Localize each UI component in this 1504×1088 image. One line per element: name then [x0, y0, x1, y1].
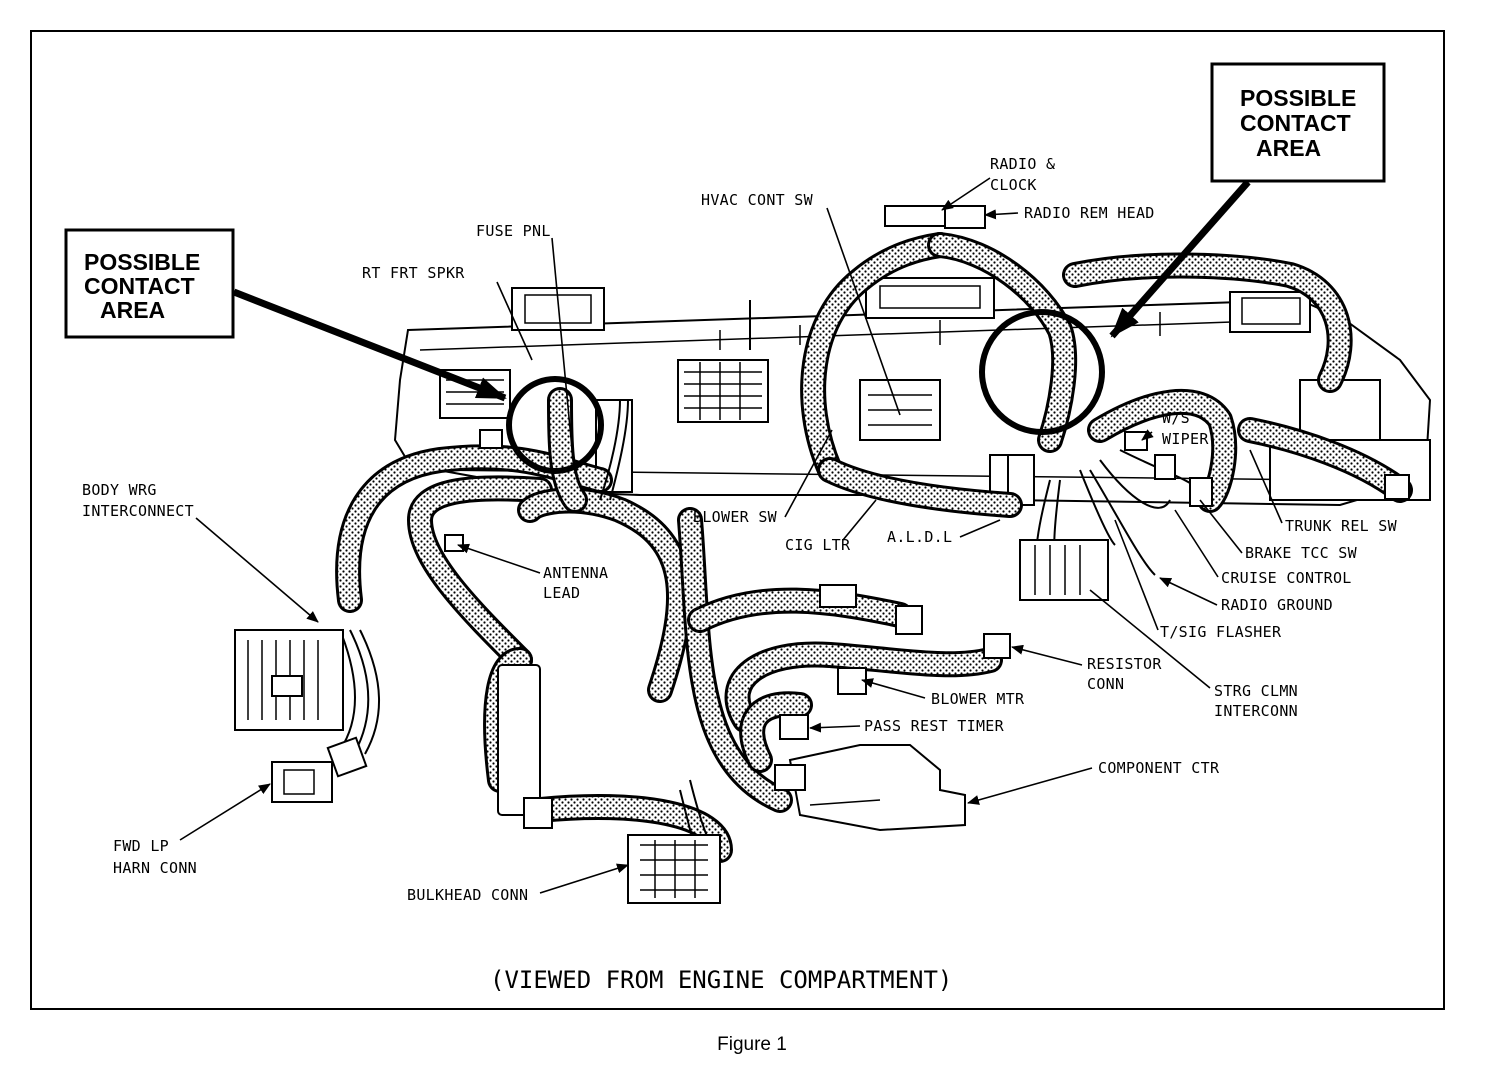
- label-radio-ground: RADIO GROUND: [1221, 596, 1333, 614]
- callout-left-line2: CONTACT: [84, 273, 195, 299]
- bulkhead-conn-block: [627, 834, 721, 904]
- label-resistor-conn-line1: RESISTOR: [1087, 655, 1162, 673]
- label-aldl: A.L.D.L: [887, 528, 952, 546]
- label-pass-rest-timer: PASS REST TIMER: [864, 717, 1005, 735]
- label-blower-mtr: BLOWER MTR: [931, 690, 1025, 708]
- callout-right-line1: POSSIBLE: [1240, 85, 1356, 111]
- wiring-harness: [335, 232, 1413, 863]
- callout-right-line3: AREA: [1256, 135, 1321, 161]
- diagram-frame: [30, 30, 1445, 1010]
- label-radio-rem-head: RADIO REM HEAD: [1024, 204, 1155, 222]
- fwd-lp-harn-conn-plug: [271, 736, 368, 803]
- callout-arrow-right: [1109, 179, 1251, 339]
- label-fuse-pnl: FUSE PNL: [476, 222, 551, 240]
- label-antenna-lead-line2: LEAD: [543, 584, 580, 602]
- label-strg-clmn-line1: STRG CLMN: [1214, 682, 1298, 700]
- diagram-caption: (VIEWED FROM ENGINE COMPARTMENT): [490, 966, 952, 994]
- label-cruise-control: CRUISE CONTROL: [1221, 569, 1352, 587]
- callout-box-right: [1210, 62, 1386, 183]
- label-blower-sw: BLOWER SW: [693, 508, 778, 526]
- label-strg-clmn-line2: INTERCONN: [1214, 702, 1298, 720]
- label-tsig-flasher: T/SIG FLASHER: [1160, 623, 1282, 641]
- label-bulkhead-conn: BULKHEAD CONN: [407, 886, 528, 904]
- label-hvac-cont-sw: HVAC CONT SW: [701, 191, 814, 209]
- callout-box-left: [64, 228, 235, 339]
- label-ws-wiper-line2: WIPER: [1162, 430, 1209, 448]
- small-connectors: [444, 205, 1410, 740]
- callout-right-line2: CONTACT: [1240, 110, 1351, 136]
- label-brake-tcc-sw: BRAKE TCC SW: [1245, 544, 1358, 562]
- label-component-ctr: COMPONENT CTR: [1098, 759, 1220, 777]
- callout-arrow-left: [232, 288, 507, 402]
- body-wrg-interconnect-block: [234, 629, 344, 731]
- antenna-lead-tube: [497, 664, 553, 829]
- label-ws-wiper-line1: W/S: [1162, 409, 1190, 427]
- contact-circle-right: [979, 309, 1105, 435]
- label-fwd-lp-line1: FWD LP: [113, 837, 169, 855]
- part-labels: RADIO & CLOCK RADIO REM HEAD HVAC CONT S…: [82, 155, 1398, 904]
- contact-circle-left: [506, 376, 604, 474]
- label-body-wrg-line2: INTERCONNECT: [82, 502, 194, 520]
- label-fwd-lp-line2: HARN CONN: [113, 859, 197, 877]
- label-cig-ltr: CIG LTR: [785, 536, 851, 554]
- leader-lines: [179, 177, 1283, 894]
- callout-left-line1: POSSIBLE: [84, 249, 200, 275]
- component-ctr-box: [774, 744, 966, 832]
- label-body-wrg-line1: BODY WRG: [82, 481, 157, 499]
- label-radio-clock-line2: CLOCK: [990, 176, 1037, 194]
- label-antenna-lead-line1: ANTENNA: [543, 564, 608, 582]
- label-resistor-conn-line2: CONN: [1087, 675, 1124, 693]
- label-radio-clock-line1: RADIO &: [990, 155, 1055, 173]
- strg-clmn-interconn-block: [1019, 539, 1109, 601]
- figure-caption: Figure 1: [717, 1034, 787, 1055]
- label-trunk-rel-sw: TRUNK REL SW: [1285, 517, 1398, 535]
- label-rt-frt-spkr: RT FRT SPKR: [362, 264, 465, 282]
- callout-left-line3: AREA: [100, 297, 165, 323]
